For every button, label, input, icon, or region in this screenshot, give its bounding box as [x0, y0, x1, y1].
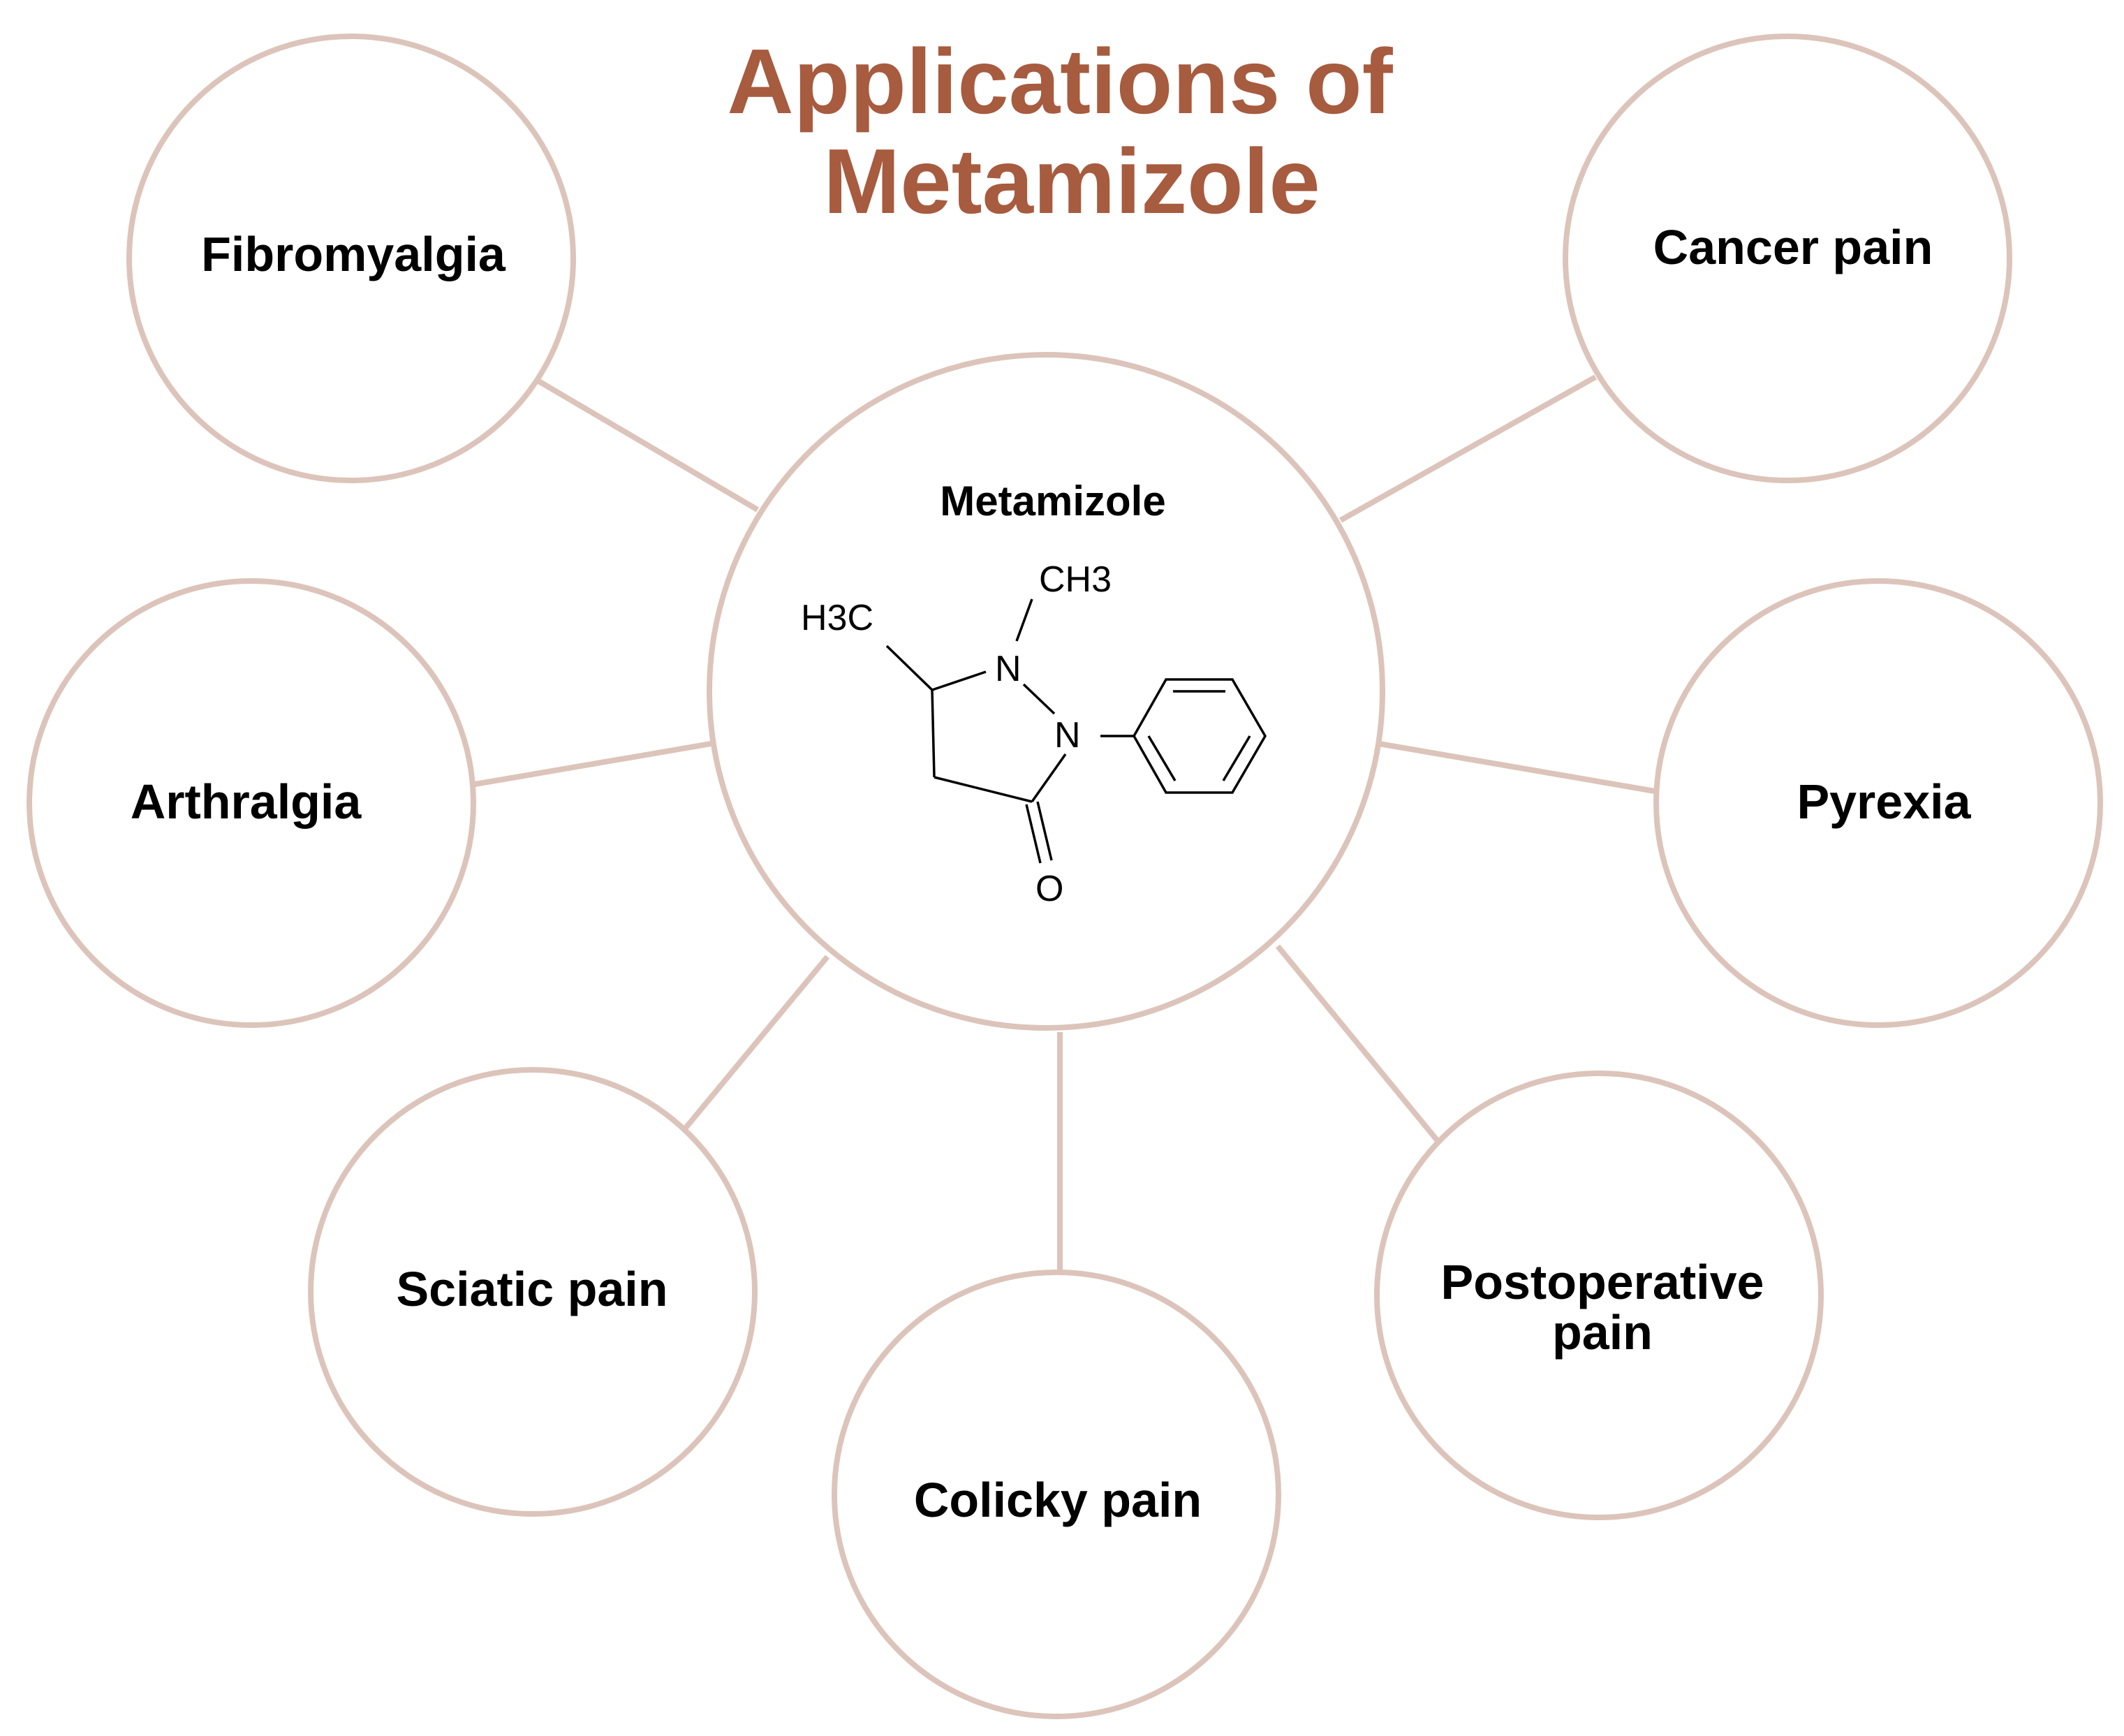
- application-node-arthralgia: Arthralgia: [27, 578, 476, 1028]
- connector-cancer-pain: [1339, 374, 1597, 523]
- application-node-pyrexia: Pyrexia: [1653, 578, 2103, 1028]
- atom-label-ch3: CH3: [1039, 559, 1112, 600]
- connector-postoperative-pain: [1275, 944, 1441, 1144]
- application-node-colicky-pain: Colicky pain: [832, 1270, 1281, 1719]
- title-line-2: Metamizole: [823, 130, 1320, 233]
- connector-sciatic-pain: [680, 955, 830, 1133]
- phenyl-double-2: [1222, 735, 1251, 781]
- bond-carbonyl-2: [1036, 801, 1053, 861]
- bond-c5-methyl: [885, 645, 934, 691]
- bond-n2-c3: [1031, 753, 1067, 803]
- diagram-title: Applications of Metamizole: [727, 30, 1393, 233]
- application-label-line-2: pain: [1552, 1305, 1653, 1360]
- application-label: Arthralgia: [131, 774, 362, 829]
- phenyl-ring: [1132, 678, 1267, 794]
- bond-n1-n2: [1022, 683, 1056, 715]
- atom-label-o: O: [1035, 869, 1063, 909]
- atom-label-n1: N: [995, 649, 1022, 689]
- center-node-metamizole: Metamizole CH3 H3C N N: [707, 352, 1385, 1031]
- application-node-fibromyalgia: Fibromyalgia: [126, 34, 576, 483]
- center-label: Metamizole: [940, 478, 1165, 524]
- connector-fibromyalgia: [536, 378, 760, 513]
- connectors: [474, 374, 1655, 1274]
- application-label: Colicky pain: [914, 1473, 1202, 1527]
- application-node-sciatic-pain: Sciatic pain: [308, 1067, 758, 1517]
- title-line-1: Applications of: [727, 30, 1393, 133]
- bond-c3-c4: [934, 776, 1033, 803]
- application-label: Fibromyalgia: [201, 227, 506, 281]
- atom-label-h3c: H3C: [801, 598, 873, 638]
- connector-arthralgia: [474, 741, 711, 787]
- atom-label-n2: N: [1054, 715, 1081, 756]
- phenyl-double-3: [1147, 735, 1177, 781]
- application-label-line-1: Postoperative: [1441, 1255, 1764, 1309]
- application-label: Pyrexia: [1797, 774, 1971, 829]
- connector-pyrexia: [1378, 741, 1655, 794]
- bond-c5-n1: [931, 670, 987, 691]
- metamizole-structure: CH3 H3C N N O: [801, 559, 1267, 909]
- bond-carbonyl-1: [1025, 804, 1042, 864]
- application-node-cancer-pain: Cancer pain: [1563, 34, 2012, 483]
- application-label: Sciatic pain: [396, 1262, 668, 1316]
- bond-n1-methyl: [1015, 598, 1033, 642]
- application-label: Cancer pain: [1653, 220, 1933, 274]
- application-node-postoperative-pain: Postoperative pain: [1374, 1071, 1824, 1520]
- bond-c4-c5: [931, 689, 936, 778]
